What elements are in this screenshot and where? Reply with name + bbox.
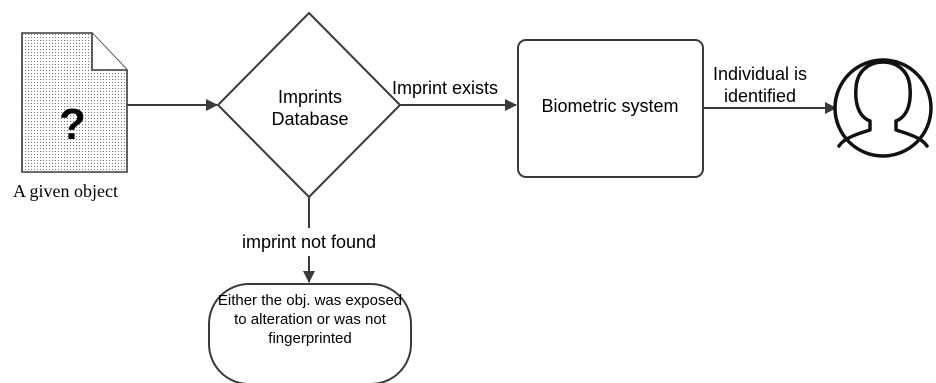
object-document-shape (21, 32, 128, 173)
object-question-mark: ? (59, 100, 86, 149)
person-icon (833, 58, 933, 158)
terminal-outcome-box (208, 283, 412, 383)
edge-label-imprint-exists: Imprint exists (392, 78, 499, 98)
terminal-outcome-text: Either the obj. was exposed to alteratio… (217, 292, 403, 347)
biometric-system-label: Biometric system (541, 96, 679, 116)
database-label-line2: Database (271, 109, 349, 129)
edge-label-identified-line2: identified (723, 86, 797, 106)
edge-label-identified-line1: Individual is (712, 64, 808, 84)
edge-label-imprint-not-found: imprint not found (239, 231, 379, 253)
database-label-line1: Imprints (277, 87, 343, 107)
object-caption: A given object (13, 181, 118, 201)
